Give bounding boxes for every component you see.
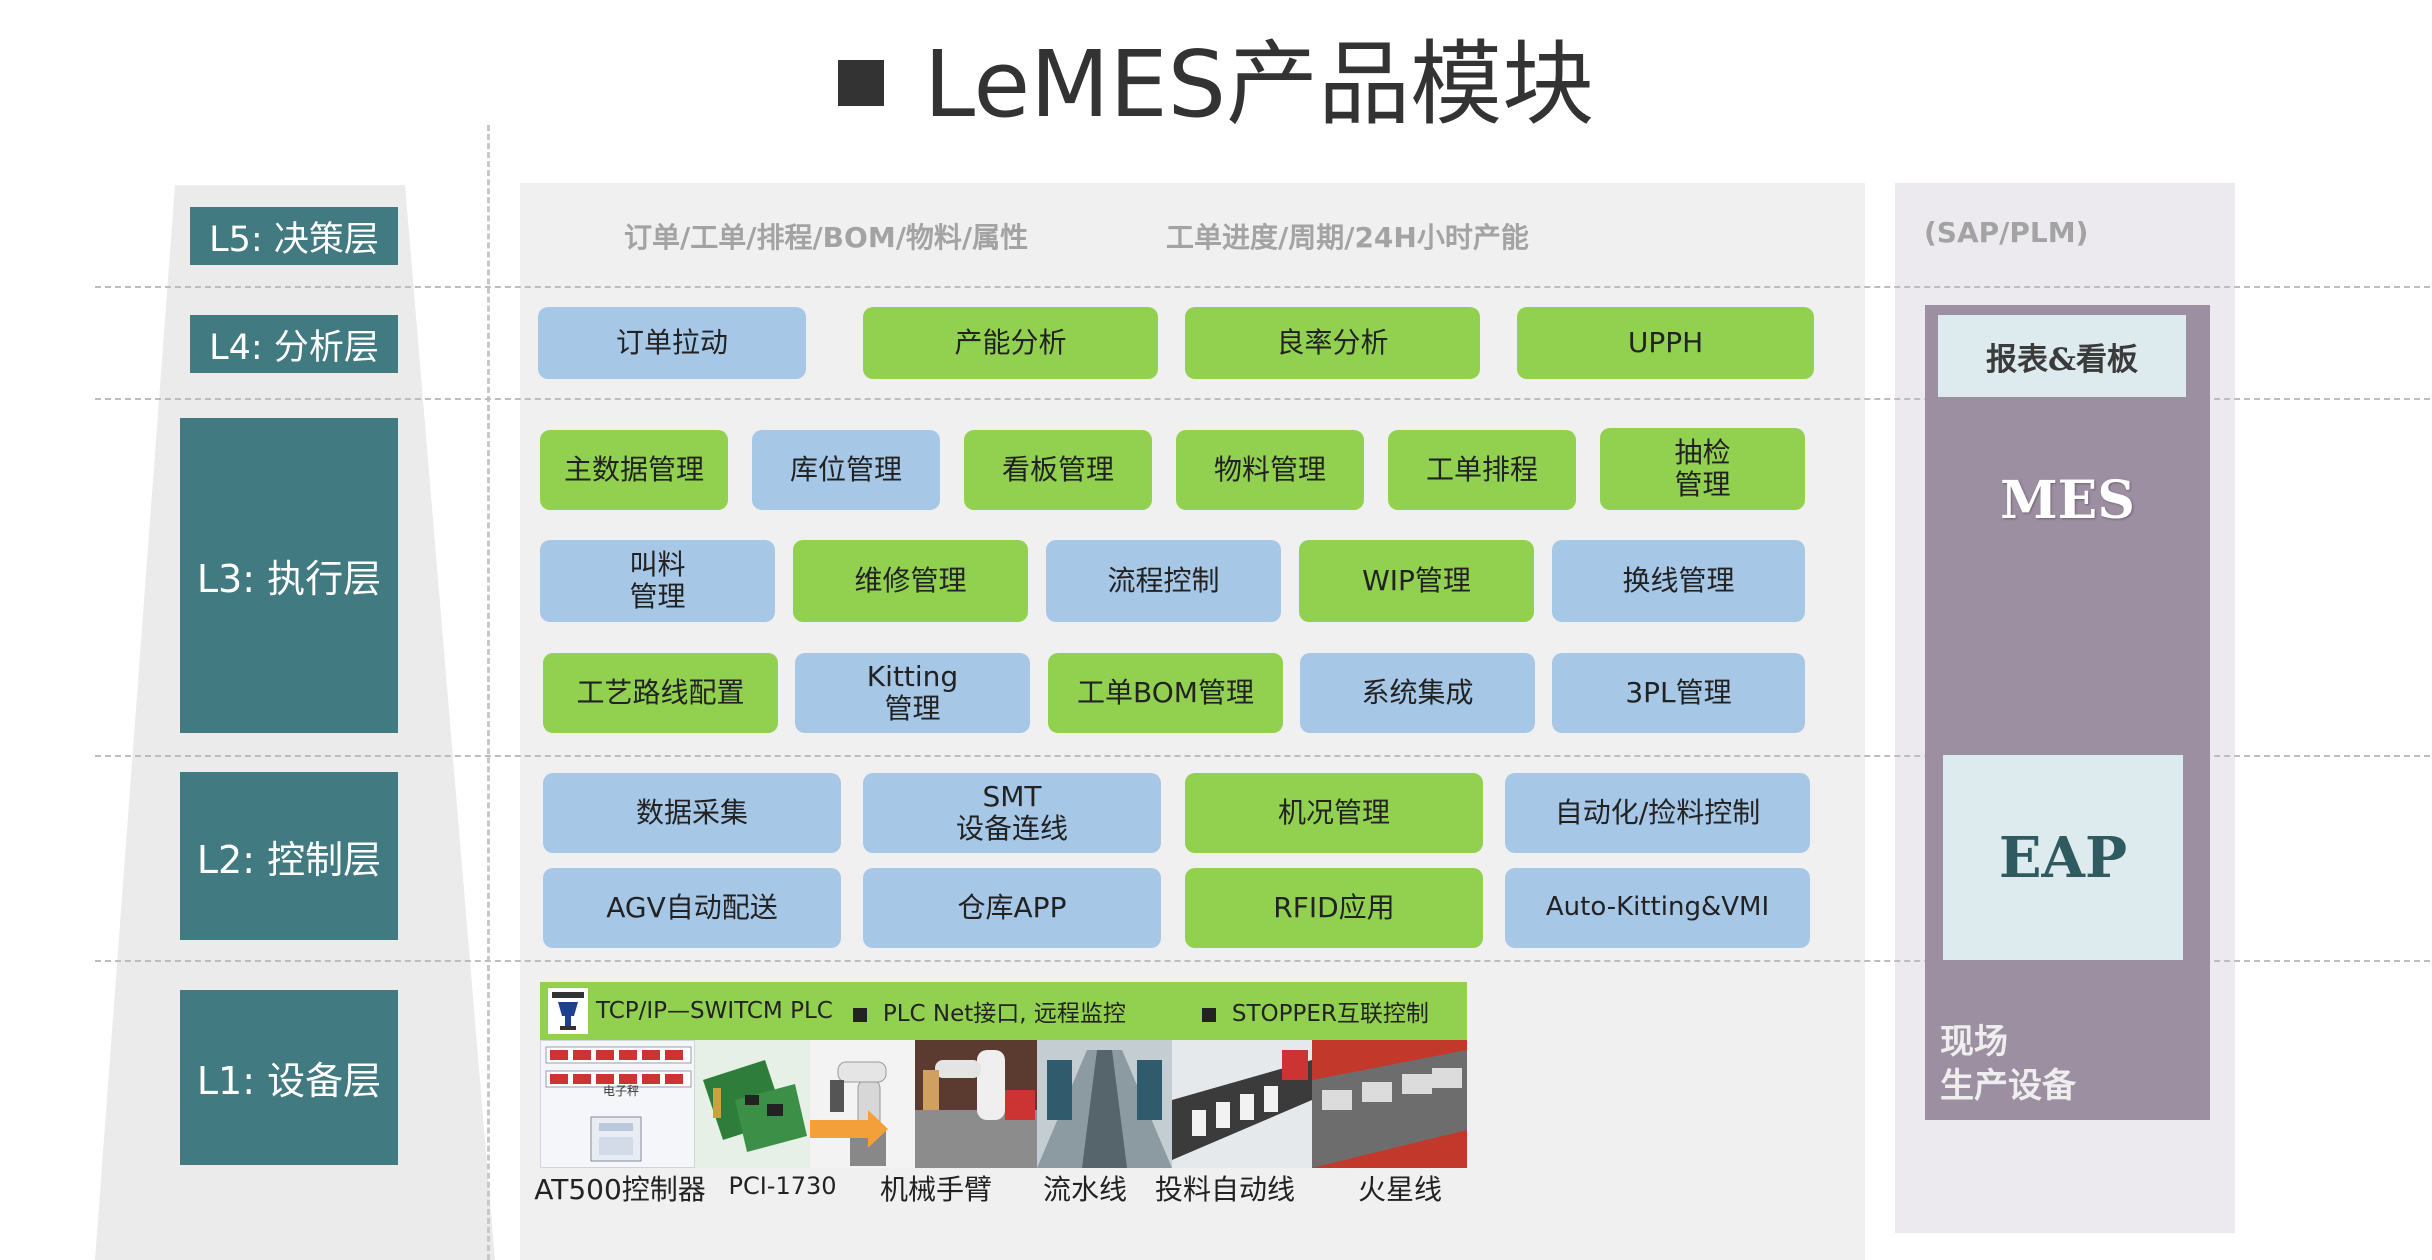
module-maintenance: 维修管理 xyxy=(793,540,1028,622)
layer-divider-l5-l4 xyxy=(95,286,2430,288)
module-sampling: 抽检 管理 xyxy=(1600,428,1805,510)
page-title-text: LeMES产品模块 xyxy=(923,31,1595,138)
module-material-call: 叫料 管理 xyxy=(540,540,775,622)
report-kanban-box: 报表&看板 xyxy=(1938,315,2186,397)
mes-label: MES xyxy=(2000,470,2135,531)
module-work-order-bom: 工单BOM管理 xyxy=(1048,653,1283,733)
layer-divider-l4-l3 xyxy=(95,398,2430,400)
assembly-line-image xyxy=(1037,1040,1172,1168)
l5-side-text: (SAP/PLM) xyxy=(1924,216,2089,249)
square-bullet-icon xyxy=(1201,1007,1216,1022)
module-system-integration: 系统集成 xyxy=(1300,653,1535,733)
module-auto-kitting-vmi: Auto-Kitting&VMI xyxy=(1505,868,1810,948)
caption-pci-1730: PCI-1730 xyxy=(728,1172,837,1200)
square-bullet-icon xyxy=(852,1007,867,1022)
l1-protocol-bar: TCP/IP—SWITCM PLC PLC Net接口, 远程监控 STOPPE… xyxy=(540,982,1467,1040)
layer-label-l1: L1: 设备层 xyxy=(180,990,398,1165)
page-title: LeMES产品模块 xyxy=(0,20,2432,150)
l1-protocol-stopper-text: STOPPER互联控制 xyxy=(1231,1001,1429,1027)
l1-protocol-stopper: STOPPER互联控制 xyxy=(1201,994,1429,1028)
module-kanban: 看板管理 xyxy=(964,430,1152,510)
module-rfid: RFID应用 xyxy=(1185,868,1483,948)
l1-protocol-plcnet-text: PLC Net接口, 远程监控 xyxy=(882,1001,1126,1027)
caption-assembly-line: 流水线 xyxy=(1042,1173,1127,1206)
module-changeover: 换线管理 xyxy=(1552,540,1805,622)
module-warehouse-app: 仓库APP xyxy=(863,868,1161,948)
auto-feed-line-image xyxy=(1172,1040,1312,1168)
module-location: 库位管理 xyxy=(752,430,940,510)
caption-auto-feed-line: 投料自动线 xyxy=(1154,1173,1295,1206)
field-equipment-label: 现场 生产设备 xyxy=(1940,1022,2076,1106)
module-capacity-analysis: 产能分析 xyxy=(863,307,1158,379)
module-flow-control: 流程控制 xyxy=(1046,540,1281,622)
caption-mars-line: 火星线 xyxy=(1357,1173,1442,1206)
module-material: 物料管理 xyxy=(1176,430,1364,510)
module-order-pull: 订单拉动 xyxy=(538,307,806,379)
layer-divider-l3-l2 xyxy=(95,755,2430,757)
caption-at500: AT500控制器 xyxy=(534,1173,706,1206)
module-kitting: Kitting 管理 xyxy=(795,653,1030,733)
pci-1730-image xyxy=(695,1040,810,1168)
module-automation-picking: 自动化/捡料控制 xyxy=(1505,773,1810,853)
scale-label: 电子秤 xyxy=(603,1084,640,1098)
caption-robot-arm: 机械手臂 xyxy=(879,1173,992,1206)
device-logo-icon xyxy=(548,988,588,1034)
layer-label-l4: L4: 分析层 xyxy=(190,315,398,373)
l1-protocol-plcnet: PLC Net接口, 远程监控 xyxy=(852,994,1126,1028)
l1-protocol-tcp: TCP/IP—SWITCM PLC xyxy=(596,998,833,1024)
module-upph: UPPH xyxy=(1517,307,1814,379)
square-bullet-icon xyxy=(837,59,884,106)
layer-label-l2: L2: 控制层 xyxy=(180,772,398,940)
module-yield-analysis: 良率分析 xyxy=(1185,307,1480,379)
module-3pl: 3PL管理 xyxy=(1552,653,1805,733)
l5-output-text: 工单进度/周期/24H小时产能 xyxy=(1166,221,1529,254)
eap-box: EAP xyxy=(1943,755,2183,960)
module-routing-config: 工艺路线配置 xyxy=(543,653,778,733)
module-agv-delivery: AGV自动配送 xyxy=(543,868,841,948)
layer-label-l3: L3: 执行层 xyxy=(180,418,398,733)
module-machine-status: 机况管理 xyxy=(1185,773,1483,853)
mes-column xyxy=(1925,305,2210,1120)
robot-arm-image-2 xyxy=(915,1040,1037,1168)
at500-controller-image xyxy=(540,1040,695,1168)
module-master-data: 主数据管理 xyxy=(540,430,728,510)
module-smt-connection: SMT 设备连线 xyxy=(863,773,1161,853)
l5-input-text: 订单/工单/排程/BOM/物料/属性 xyxy=(624,221,1029,254)
vertical-divider xyxy=(487,125,490,1260)
robot-arm-image-1 xyxy=(810,1040,915,1168)
layer-divider-l2-l1 xyxy=(95,960,2430,962)
module-work-order-schedule: 工单排程 xyxy=(1388,430,1576,510)
module-wip: WIP管理 xyxy=(1299,540,1534,622)
module-data-collection: 数据采集 xyxy=(543,773,841,853)
layer-label-l5: L5: 决策层 xyxy=(190,207,398,265)
mars-line-image xyxy=(1312,1040,1467,1168)
